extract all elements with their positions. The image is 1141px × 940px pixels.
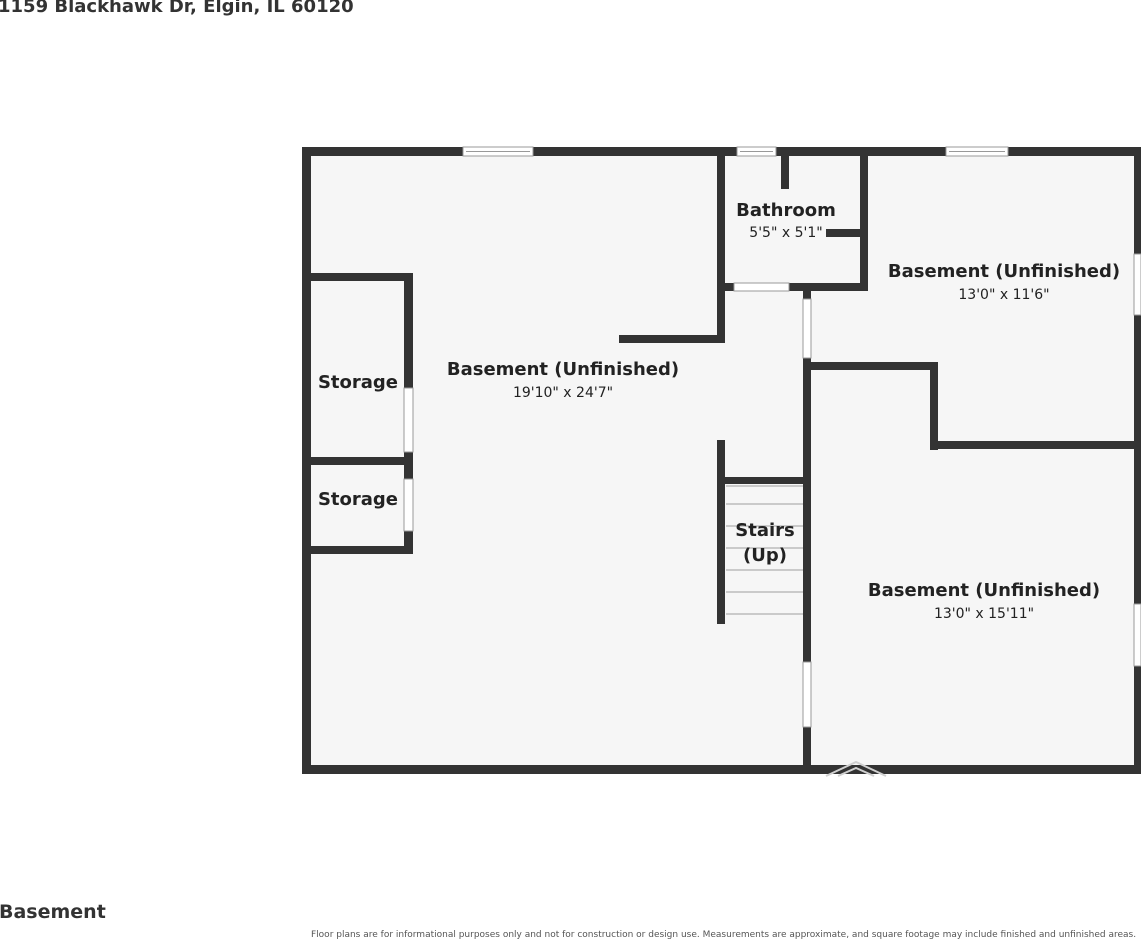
room-label-stairs: Stairs [735,520,794,541]
room-label-ne-basement: Basement (Unfinished) [888,261,1120,282]
window-top-bathroom [736,146,777,157]
exterior-wall-bottom [302,765,1141,774]
room-label-se-basement: Basement (Unfinished) [868,580,1100,601]
storage-wall-top [306,273,413,281]
exterior-wall-right [1134,147,1141,774]
central-wall-upper [803,287,811,299]
property-address: 1159 Blackhawk Dr, Elgin, IL 60120 [0,0,354,17]
exterior-wall-top [302,147,1141,156]
storage-upper-door [403,387,414,453]
stair-treads [726,485,803,615]
storage-wall-mid [306,457,413,465]
southeast-room-door [802,661,812,728]
central-wall-lower [803,727,811,770]
stairs-wall-left [717,440,725,624]
bathroom-wall-left [717,152,725,343]
window-right-lower [1133,603,1141,667]
floor-name: Basement [0,901,106,923]
bathroom-partition-horizontal [826,229,868,237]
window-top-east [945,146,1009,157]
room-dims-bathroom: 5'5" x 5'1" [749,225,822,241]
room-label-bathroom: Bathroom [736,200,836,221]
central-wall-middle [803,358,811,662]
east-room-door [802,298,812,359]
bathroom-partition-vertical [781,152,789,189]
window-right-upper [1133,253,1141,316]
room-dims-se-basement: 13'0" x 15'11" [934,606,1034,622]
east-partition-upper [803,362,938,370]
stairs-wall-top [717,477,811,484]
storage-lower-door [403,478,414,532]
east-partition-vertical [930,362,938,450]
room-dims-main-basement: 19'10" x 24'7" [513,385,613,401]
room-label-storage-upper: Storage [318,372,398,393]
watermark-mark [825,760,887,777]
door-openings [403,282,812,728]
disclaimer-text: Floor plans are for informational purpos… [311,930,1137,940]
room-dims-ne-basement: 13'0" x 11'6" [958,287,1049,303]
windows [462,146,1141,667]
east-partition-lower [930,441,1141,449]
room-label-main-basement: Basement (Unfinished) [447,359,679,380]
window-top-west [462,146,534,157]
bathroom-wall-right [860,152,868,290]
room-label-stairs-direction: (Up) [743,545,787,566]
bathroom-wall-bottom [717,283,868,291]
room-label-storage-lower: Storage [318,489,398,510]
hall-wall-stub [619,335,725,343]
bathroom-door [733,282,790,292]
storage-wall-bottom [306,546,413,554]
